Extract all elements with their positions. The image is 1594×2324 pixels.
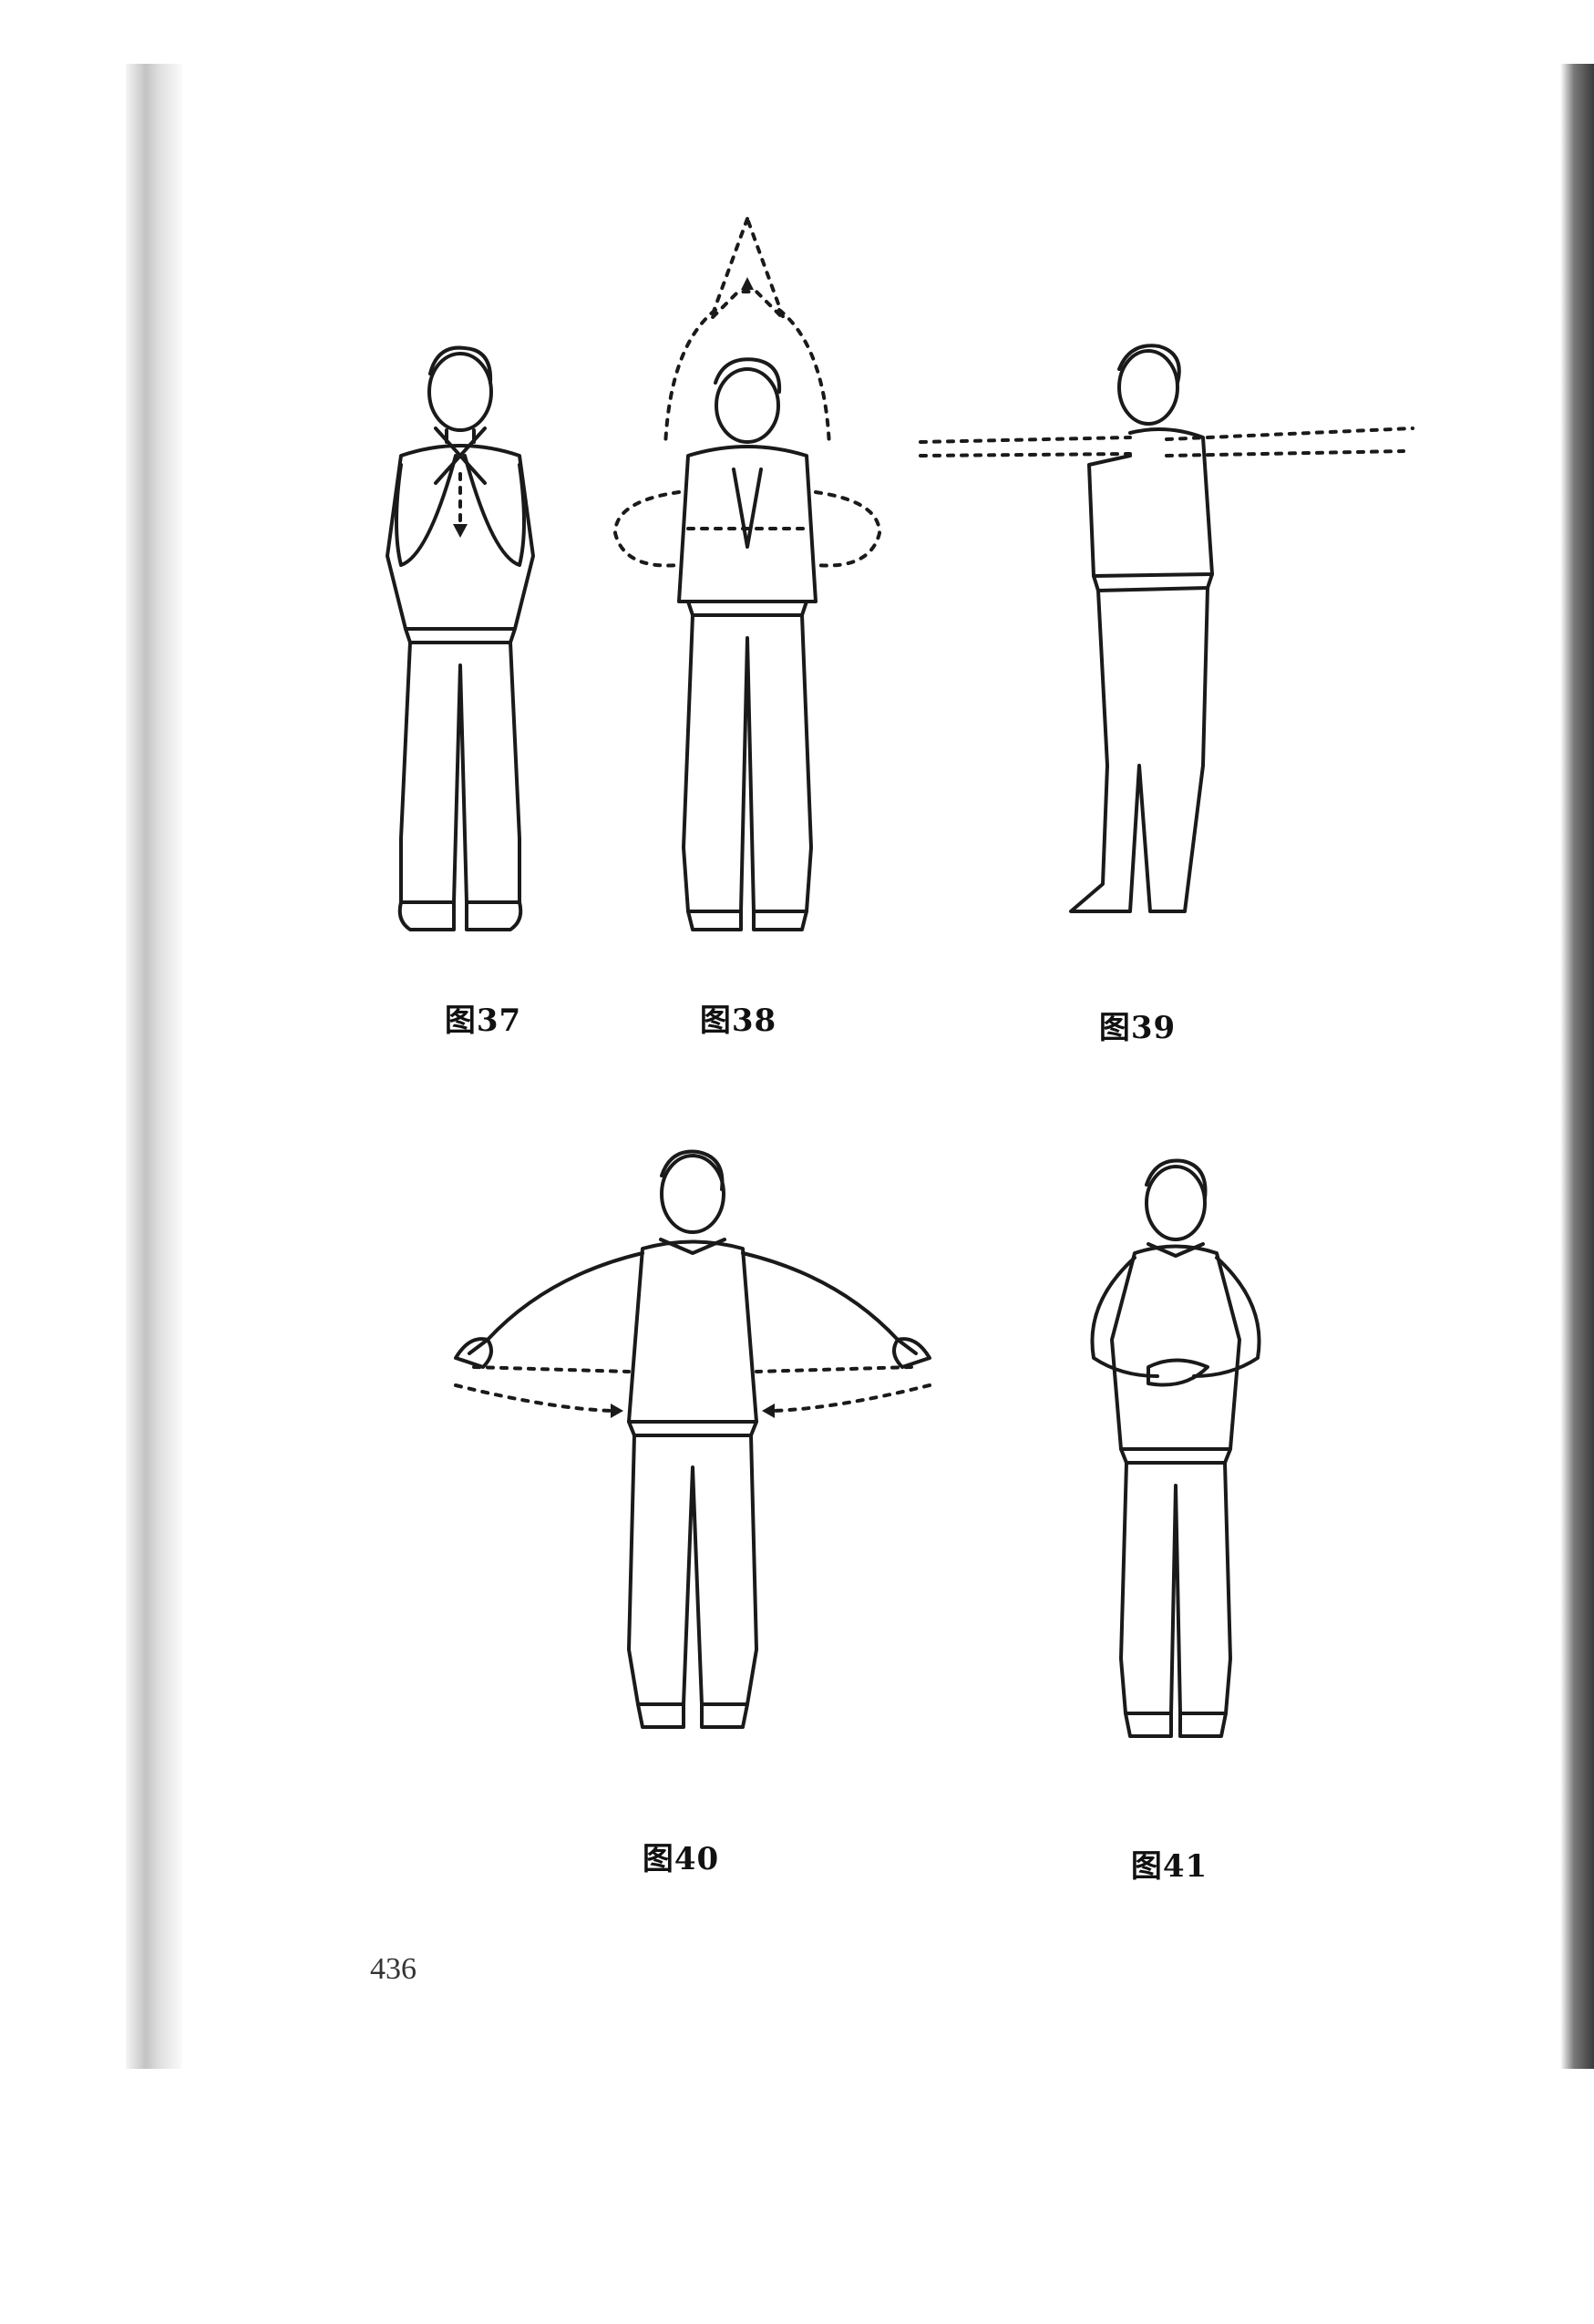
figure-37-caption: 图37 xyxy=(444,1003,522,1039)
figure-40-caption: 图40 xyxy=(642,1841,720,1877)
scan-edge-right xyxy=(1560,64,1594,2069)
figure-40-illustration xyxy=(419,1139,966,1777)
figure-38-caption: 图38 xyxy=(699,1003,777,1039)
figure-39-illustration xyxy=(911,337,1422,948)
figure-41-caption: 图41 xyxy=(1130,1848,1208,1885)
figure-37-illustration xyxy=(346,328,574,948)
page-number: 436 xyxy=(370,1952,416,1986)
figure-41-illustration xyxy=(1048,1148,1303,1768)
figure-38-illustration xyxy=(588,210,889,948)
figure-39-caption: 图39 xyxy=(1098,1010,1177,1046)
scan-edge-left xyxy=(126,64,182,2069)
